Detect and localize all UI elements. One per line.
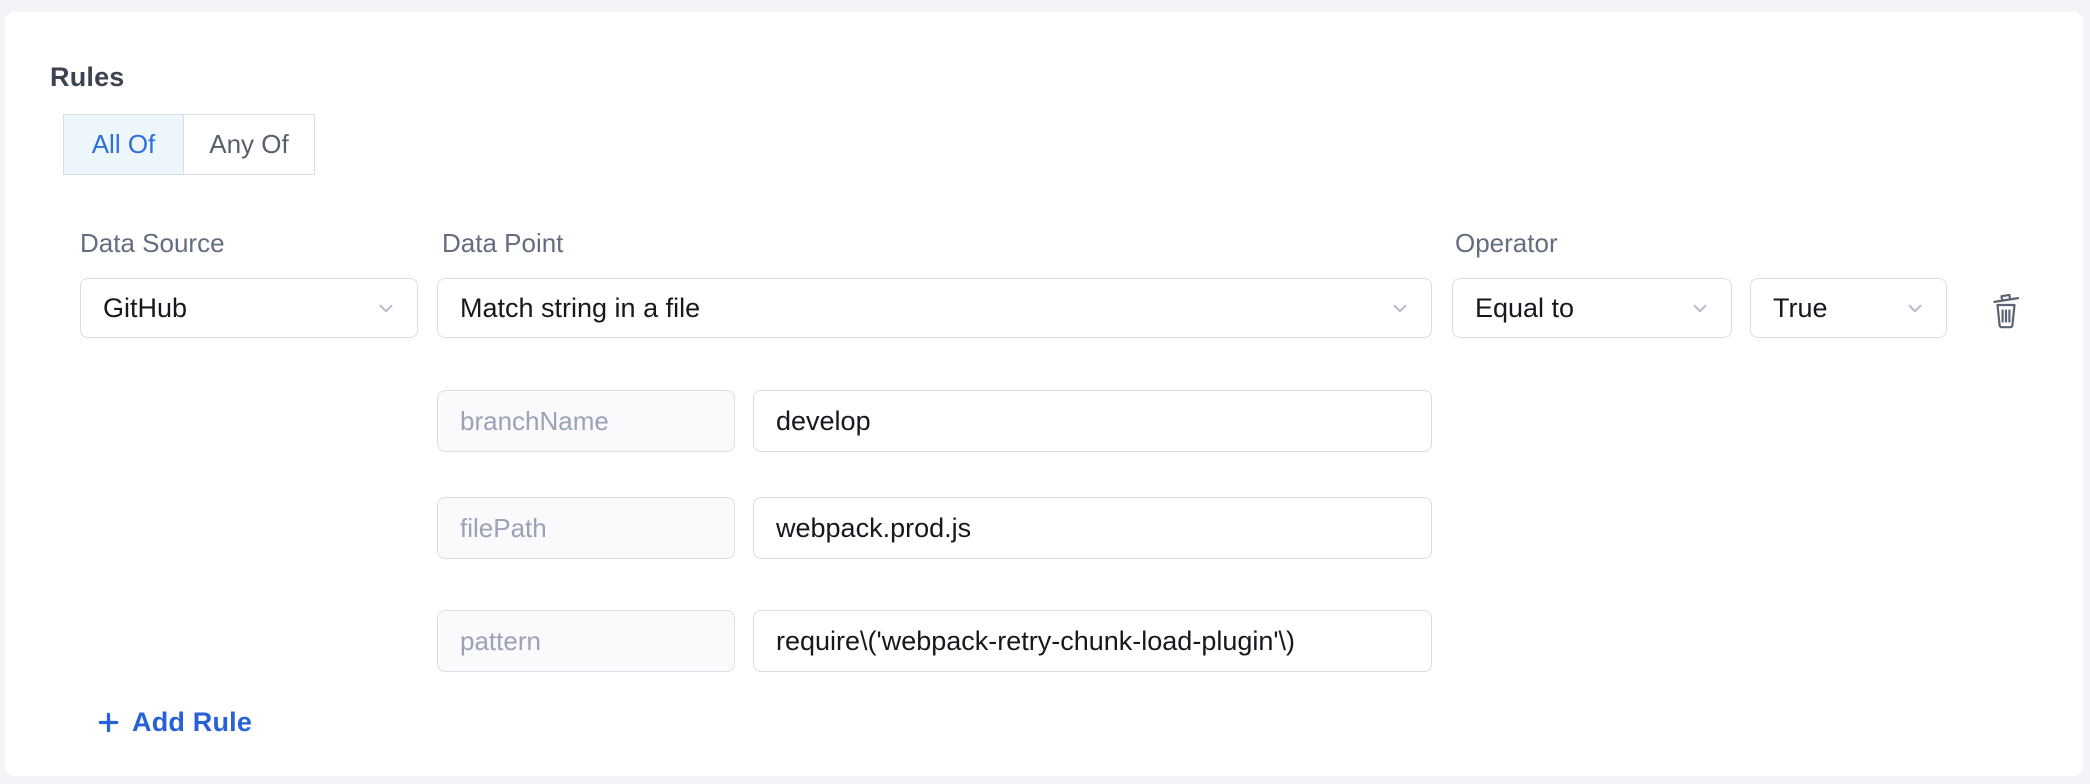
trash-icon — [1988, 288, 2024, 330]
rules-heading: Rules — [50, 62, 125, 92]
data-point-value: Match string in a file — [460, 292, 701, 323]
match-mode-toggle: All Of Any Of — [63, 114, 315, 175]
data-point-label: Data Point — [442, 228, 564, 258]
data-source-select[interactable]: GitHub — [80, 278, 418, 338]
data-source-label: Data Source — [80, 228, 225, 258]
data-source-value: GitHub — [103, 292, 188, 323]
match-mode-all-of-label: All Of — [91, 129, 156, 159]
match-mode-any-of-label: Any Of — [209, 129, 289, 159]
param-value-input[interactable] — [753, 610, 1432, 672]
operator-value: Equal to — [1475, 292, 1575, 323]
add-rule-label: Add Rule — [132, 706, 253, 737]
operator-label: Operator — [1455, 228, 1558, 258]
operator-select[interactable]: Equal to — [1452, 278, 1732, 338]
add-rule-button[interactable]: Add Rule — [97, 706, 252, 738]
chevron-down-icon — [1389, 297, 1411, 319]
plus-icon — [97, 711, 120, 734]
param-key-field — [437, 497, 735, 559]
param-key-field — [437, 610, 735, 672]
chevron-down-icon — [375, 297, 397, 319]
param-key-field — [437, 390, 735, 452]
match-mode-any-of[interactable]: Any Of — [183, 114, 315, 175]
rules-card: Rules All Of Any Of Data Source Data Poi… — [5, 12, 2083, 776]
delete-rule-button[interactable] — [1983, 284, 2029, 334]
param-value-input[interactable] — [753, 497, 1432, 559]
match-mode-all-of[interactable]: All Of — [63, 114, 184, 175]
param-value-input[interactable] — [753, 390, 1432, 452]
operand-select[interactable]: True — [1750, 278, 1947, 338]
data-point-select[interactable]: Match string in a file — [437, 278, 1432, 338]
operand-value: True — [1773, 292, 1828, 323]
chevron-down-icon — [1904, 297, 1926, 319]
chevron-down-icon — [1689, 297, 1711, 319]
